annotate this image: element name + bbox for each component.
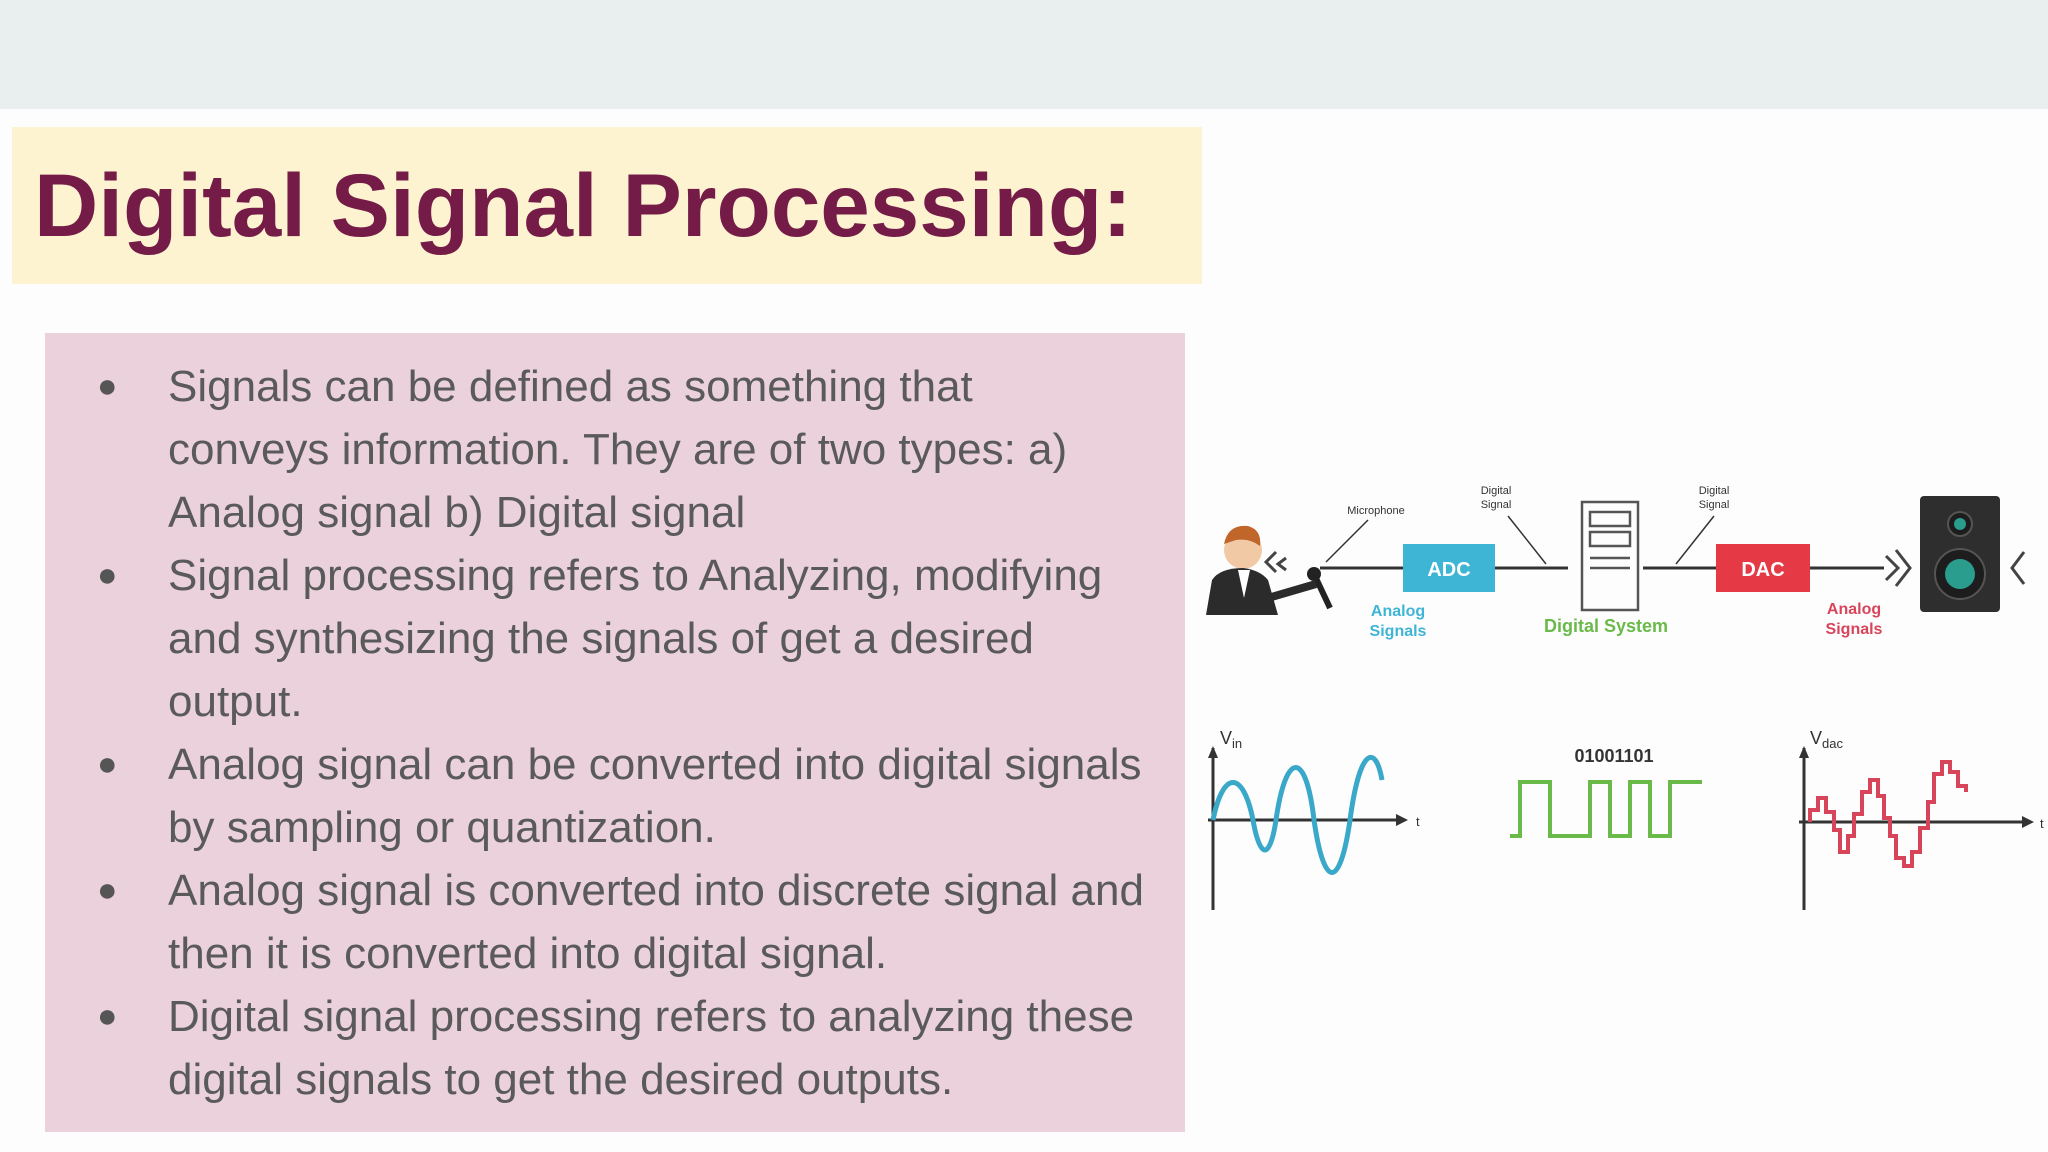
microphone-icon xyxy=(1266,567,1333,610)
analog-input-plot: Vin t xyxy=(1208,728,1420,910)
list-item: ● Digital signal processing refers to an… xyxy=(45,985,1185,1111)
adc-label: ADC xyxy=(1427,559,1470,581)
bullet-icon: ● xyxy=(97,871,118,909)
list-item: ● Analog signal is converted into discre… xyxy=(45,859,1185,985)
dac-label: DAC xyxy=(1741,559,1784,581)
bullet-icon: ● xyxy=(97,556,118,594)
list-item: ● Analog signal can be converted into di… xyxy=(45,733,1185,859)
digital-signal-sub-left: Signal xyxy=(1481,499,1512,511)
bullet-text: Digital signal processing refers to anal… xyxy=(168,992,1135,1104)
bullet-list: ● Signals can be defined as something th… xyxy=(45,355,1185,1111)
person-icon xyxy=(1206,525,1278,615)
bullet-icon: ● xyxy=(97,367,118,405)
dsp-diagram: Microphone ADC Analog Signals Digital Si… xyxy=(1206,485,2044,910)
bullet-icon: ● xyxy=(97,745,118,783)
speaker-icon xyxy=(1920,496,2000,612)
list-item: ● Signal processing refers to Analyzing,… xyxy=(45,544,1185,733)
sound-wave-icon xyxy=(1884,549,2026,587)
t-axis-label: t xyxy=(1416,814,1420,829)
digital-signal-sub-right: Signal xyxy=(1699,499,1730,511)
top-bar xyxy=(0,0,2048,109)
analog-out-signals-label: Signals xyxy=(1826,621,1883,638)
microphone-label: Microphone xyxy=(1347,505,1404,517)
bullet-icon: ● xyxy=(97,997,118,1035)
analog-in-label: Analog xyxy=(1371,603,1425,620)
digital-system-label: Digital System xyxy=(1544,616,1668,636)
bullet-text: Analog signal can be converted into digi… xyxy=(168,740,1142,852)
bullet-text: Signal processing refers to Analyzing, m… xyxy=(168,551,1103,726)
analog-out-label: Analog xyxy=(1827,601,1881,618)
bullet-text: Signals can be defined as something that… xyxy=(168,362,1068,537)
bullet-text: Analog signal is converted into discrete… xyxy=(168,866,1144,978)
digital-signal-plot: 01001101 xyxy=(1510,746,1702,838)
sound-wave-icon xyxy=(1263,550,1287,574)
computer-icon xyxy=(1580,500,1640,612)
vin-axis-label: Vin xyxy=(1220,728,1242,751)
binary-label: 01001101 xyxy=(1574,746,1653,766)
content-box: ● Signals can be defined as something th… xyxy=(45,333,1185,1132)
t-axis-label: t xyxy=(2040,816,2044,831)
title-box: Digital Signal Processing: xyxy=(12,127,1202,284)
adc-block xyxy=(1403,544,1495,592)
analog-in-signals-label: Signals xyxy=(1370,623,1427,640)
vdac-axis-label: Vdac xyxy=(1810,728,1843,751)
list-item: ● Signals can be defined as something th… xyxy=(45,355,1185,544)
dac-block xyxy=(1716,544,1810,592)
digital-signal-label-left: Digital xyxy=(1481,485,1512,497)
analog-output-plot: Vdac t xyxy=(1799,728,2044,910)
digital-signal-label-right: Digital xyxy=(1699,485,1730,497)
slide-title: Digital Signal Processing: xyxy=(34,155,1132,255)
